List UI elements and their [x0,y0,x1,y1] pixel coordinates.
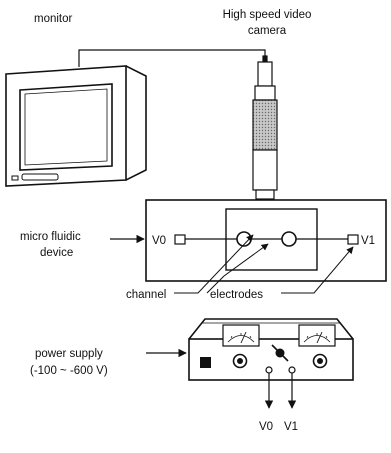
rotary-knob-icon [271,344,289,362]
device-label-line2: device [40,247,73,259]
electrodes-label: electrodes [210,289,263,301]
power-supply [188,318,354,381]
electrode-callout-right [281,246,354,294]
electrode-callout-left [206,243,269,294]
output-v0-label: V0 [259,421,273,433]
output-v1-label: V1 [284,421,298,433]
video-camera-icon [252,55,278,200]
video-cable [78,49,266,67]
channel-callout-line [174,234,254,294]
power-supply-label-line1: power supply [35,348,103,360]
analog-meter-icon [222,324,260,347]
device-label-line1: micro fluidic [20,231,81,243]
channel-label: channel [126,289,166,301]
monitor-label: monitor [34,13,73,25]
power-supply-label-line2: (-100 ~ -600 V) [30,365,108,377]
camera-label-line2: camera [248,25,287,37]
device-v1-label: V1 [361,235,375,247]
crt-monitor-icon [5,65,147,187]
power-switch-icon [200,357,211,368]
callout-lines [174,234,354,294]
camera-label-line1: High speed video [223,9,312,21]
control-dial [312,353,328,369]
output-terminals [264,366,297,409]
device-v0-label: V0 [152,235,166,247]
microfluidic-device [145,199,387,282]
analog-meter-icon [298,324,336,347]
control-dial [232,353,248,369]
